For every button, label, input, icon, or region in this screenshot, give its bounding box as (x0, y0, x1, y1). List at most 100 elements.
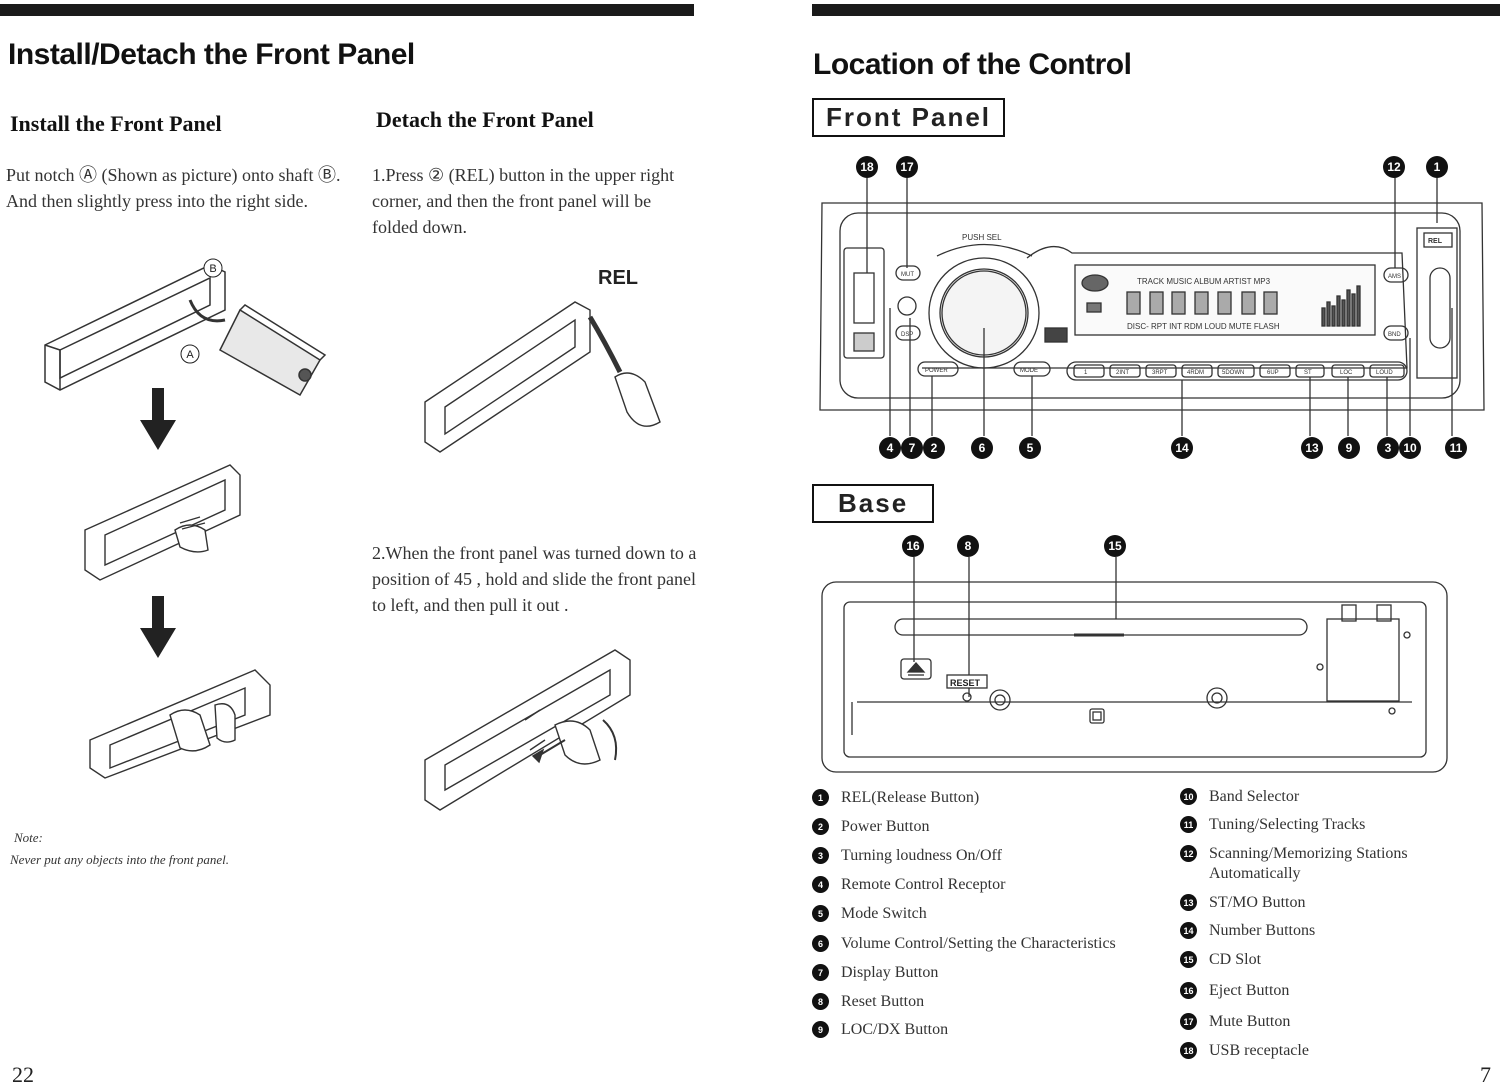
legend-text: Remote Control Receptor (841, 876, 1006, 893)
legend-number-badge: 13 (1180, 894, 1197, 911)
legend-text: Scanning/Memorizing Stations Automatical… (1209, 845, 1408, 882)
label-a: A (186, 349, 194, 361)
base-diagram: RESET (821, 557, 1448, 773)
push-sel-label: PUSH SEL (962, 233, 1002, 242)
legend-number-badge: 12 (1180, 845, 1197, 862)
legend-number-badge: 6 (812, 935, 829, 952)
install-illustration-slide (89, 669, 271, 779)
legend-text: Mode Switch (841, 905, 927, 922)
preset-3-label: 3RPT (1152, 370, 1168, 376)
label-b: B (209, 263, 216, 275)
detach-illustration-slide-out (424, 649, 631, 811)
base-label: Base (812, 484, 935, 523)
preset-1-label: 1 (1084, 370, 1088, 376)
preset-2-label: 2INT (1116, 370, 1129, 376)
legend-text: Reset Button (841, 993, 925, 1010)
detach-illustration-rel-press: REL (424, 267, 661, 453)
legend-text: CD Slot (1209, 951, 1262, 968)
power-button-label: POWER (925, 368, 948, 374)
right-page-title: Location of the Control (813, 48, 1132, 81)
legend-text: ST/MO Button (1209, 894, 1306, 911)
legend-number-badge: 2 (812, 818, 829, 835)
legend-text: Tuning/Selecting Tracks (1209, 816, 1366, 833)
callout-4: 4 (879, 437, 901, 459)
legend-number-badge: 1 (812, 789, 829, 806)
legend-item: 6 Volume Control/Setting the Characterist… (812, 934, 1152, 954)
display-top-label: TRACK MUSIC ALBUM ARTIST MP3 (1137, 277, 1271, 286)
legend-text: Volume Control/Setting the Characteristi… (841, 935, 1116, 952)
st-button-label: ST (1304, 370, 1312, 376)
callout-13: 13 (1301, 437, 1323, 459)
callout-3: 3 (1377, 437, 1399, 459)
callout-7: 7 (901, 437, 923, 459)
legend-number-badge: 10 (1180, 788, 1197, 805)
left-page-title: Install/Detach the Front Panel (8, 38, 415, 71)
mode-button-label: MODE (1020, 368, 1038, 374)
legend-number-badge: 16 (1180, 982, 1197, 999)
legend-item: 4 Remote Control Receptor (812, 875, 1152, 895)
legend-text: Turning loudness On/Off (841, 847, 1002, 864)
legend-item: 13 ST/MO Button (1180, 893, 1460, 913)
note-label: Note: (14, 830, 43, 845)
legend-item: 16 Eject Button (1180, 981, 1460, 1001)
legend-text: Band Selector (1209, 788, 1300, 805)
legend-item: 8 Reset Button (812, 992, 1152, 1012)
callout-15: 15 (1104, 535, 1126, 557)
dsp-button-label: DSP (901, 332, 913, 338)
install-text: Put notch Ⓐ (Shown as picture) onto shaf… (6, 165, 341, 211)
preset-6-label: 6UP (1267, 370, 1279, 376)
legend-number-badge: 3 (812, 847, 829, 864)
callout-11: 11 (1445, 437, 1467, 459)
callout-17: 17 (896, 156, 918, 178)
down-arrow-icon (140, 596, 176, 658)
legend-number-badge: 15 (1180, 951, 1197, 968)
legend-number-badge: 18 (1180, 1042, 1197, 1059)
front-panel-label: Front Panel (812, 98, 1006, 137)
reset-label: RESET (950, 678, 981, 688)
legend-number-badge: 4 (812, 876, 829, 893)
preset-5-label: 5DOWN (1222, 370, 1244, 376)
legend-text: Number Buttons (1209, 922, 1316, 939)
install-illustration-hand-press (84, 464, 241, 581)
legend-number-badge: 17 (1180, 1013, 1197, 1030)
legend-number-badge: 7 (812, 964, 829, 981)
legend-item: 10 Band Selector (1180, 787, 1460, 807)
legend-number-badge: 5 (812, 905, 829, 922)
legend-item: 5 Mode Switch (812, 904, 1152, 924)
callout-5: 5 (1019, 437, 1041, 459)
legend-item: 2 Power Button (812, 817, 1152, 837)
callout-12: 12 (1383, 156, 1405, 178)
callout-16: 16 (902, 535, 924, 557)
detach-heading: Detach the Front Panel (376, 107, 594, 132)
loc-button-label: LOC (1340, 370, 1353, 376)
callout-2: 2 (923, 437, 945, 459)
callout-6: 6 (971, 437, 993, 459)
callout-9: 9 (1338, 437, 1360, 459)
legend-text: Power Button (841, 818, 930, 835)
left-page-number: 22 (12, 1062, 34, 1087)
legend-item: 3 Turning loudness On/Off (812, 846, 1152, 866)
rel-label: REL (598, 267, 638, 289)
mut-button-label: MUT (901, 272, 914, 278)
detach-step2: 2.When the front panel was turned down t… (372, 543, 697, 615)
legend-number-badge: 9 (812, 1021, 829, 1038)
legend-text: Eject Button (1209, 982, 1290, 999)
bnd-button-label: BND (1388, 332, 1401, 338)
callout-18: 18 (856, 156, 878, 178)
down-arrow-icon (140, 388, 176, 450)
note-text: Never put any objects into the front pan… (10, 852, 230, 867)
right-page-number: 7 (1480, 1062, 1491, 1087)
install-illustration-panel-attach: B A (44, 258, 327, 397)
legend-number-badge: 8 (812, 993, 829, 1010)
legend-text: Display Button (841, 964, 939, 981)
loud-button-label: LOUD (1376, 370, 1393, 376)
ams-button-label: AMS (1388, 274, 1401, 280)
callout-14: 14 (1171, 437, 1193, 459)
display-bottom-label: DISC- RPT INT RDM LOUD MUTE FLASH (1127, 322, 1280, 331)
preset-4-label: 4RDM (1187, 370, 1204, 376)
rel-button-label: REL (1428, 238, 1443, 245)
detach-step1: 1.Press ② (REL) button in the upper righ… (372, 165, 675, 237)
